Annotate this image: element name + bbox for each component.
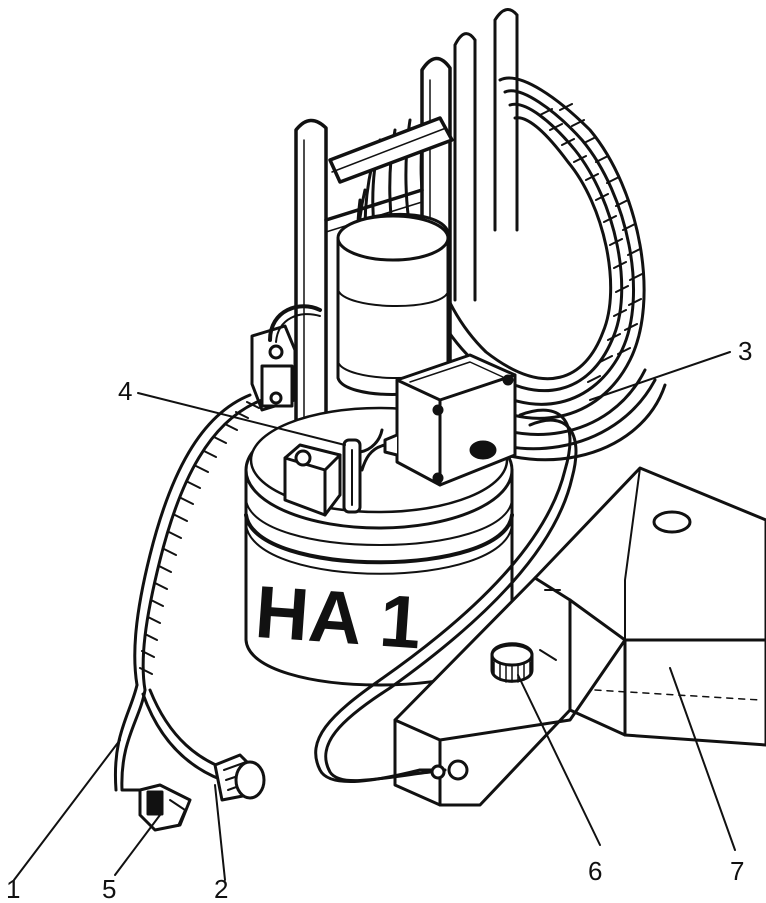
- hose-spiral-guard: [139, 401, 260, 675]
- electrical-junction-box: [360, 353, 517, 487]
- leader-4: [137, 392, 346, 446]
- callout-1: 1: [6, 874, 20, 903]
- unit-model-marking: HA 1: [253, 570, 424, 664]
- rear-frame-posts: [453, 8, 519, 302]
- coil-wrap-texture: [539, 103, 643, 383]
- leader-1: [13, 739, 121, 881]
- callout-5: 5: [102, 874, 116, 903]
- pedal-supply-hoses: [314, 408, 578, 783]
- leader-7: [669, 667, 736, 851]
- pressure-hose-with-guard: [113, 393, 264, 792]
- electric-motor: [336, 212, 450, 396]
- callout-3: 3: [738, 336, 752, 366]
- callout-2: 2: [214, 874, 228, 903]
- filler-cap: [490, 642, 534, 683]
- callout-labels: 1 2 3 4 5 6 7: [6, 336, 752, 903]
- callout-leaders: [13, 351, 736, 881]
- foot-control-housing: [393, 466, 766, 807]
- electrical-plug: [138, 783, 192, 832]
- valve-block: [250, 304, 322, 412]
- leader-2: [214, 784, 226, 881]
- lid-block: [283, 443, 342, 517]
- callout-4: 4: [118, 376, 132, 406]
- quick-coupler: [213, 753, 266, 802]
- callout-6: 6: [588, 856, 602, 886]
- leader-5: [114, 814, 161, 876]
- oil-level-sight-glass: [342, 428, 384, 514]
- leader-6: [517, 674, 601, 846]
- leader-3: [589, 351, 731, 401]
- callout-7: 7: [730, 856, 744, 886]
